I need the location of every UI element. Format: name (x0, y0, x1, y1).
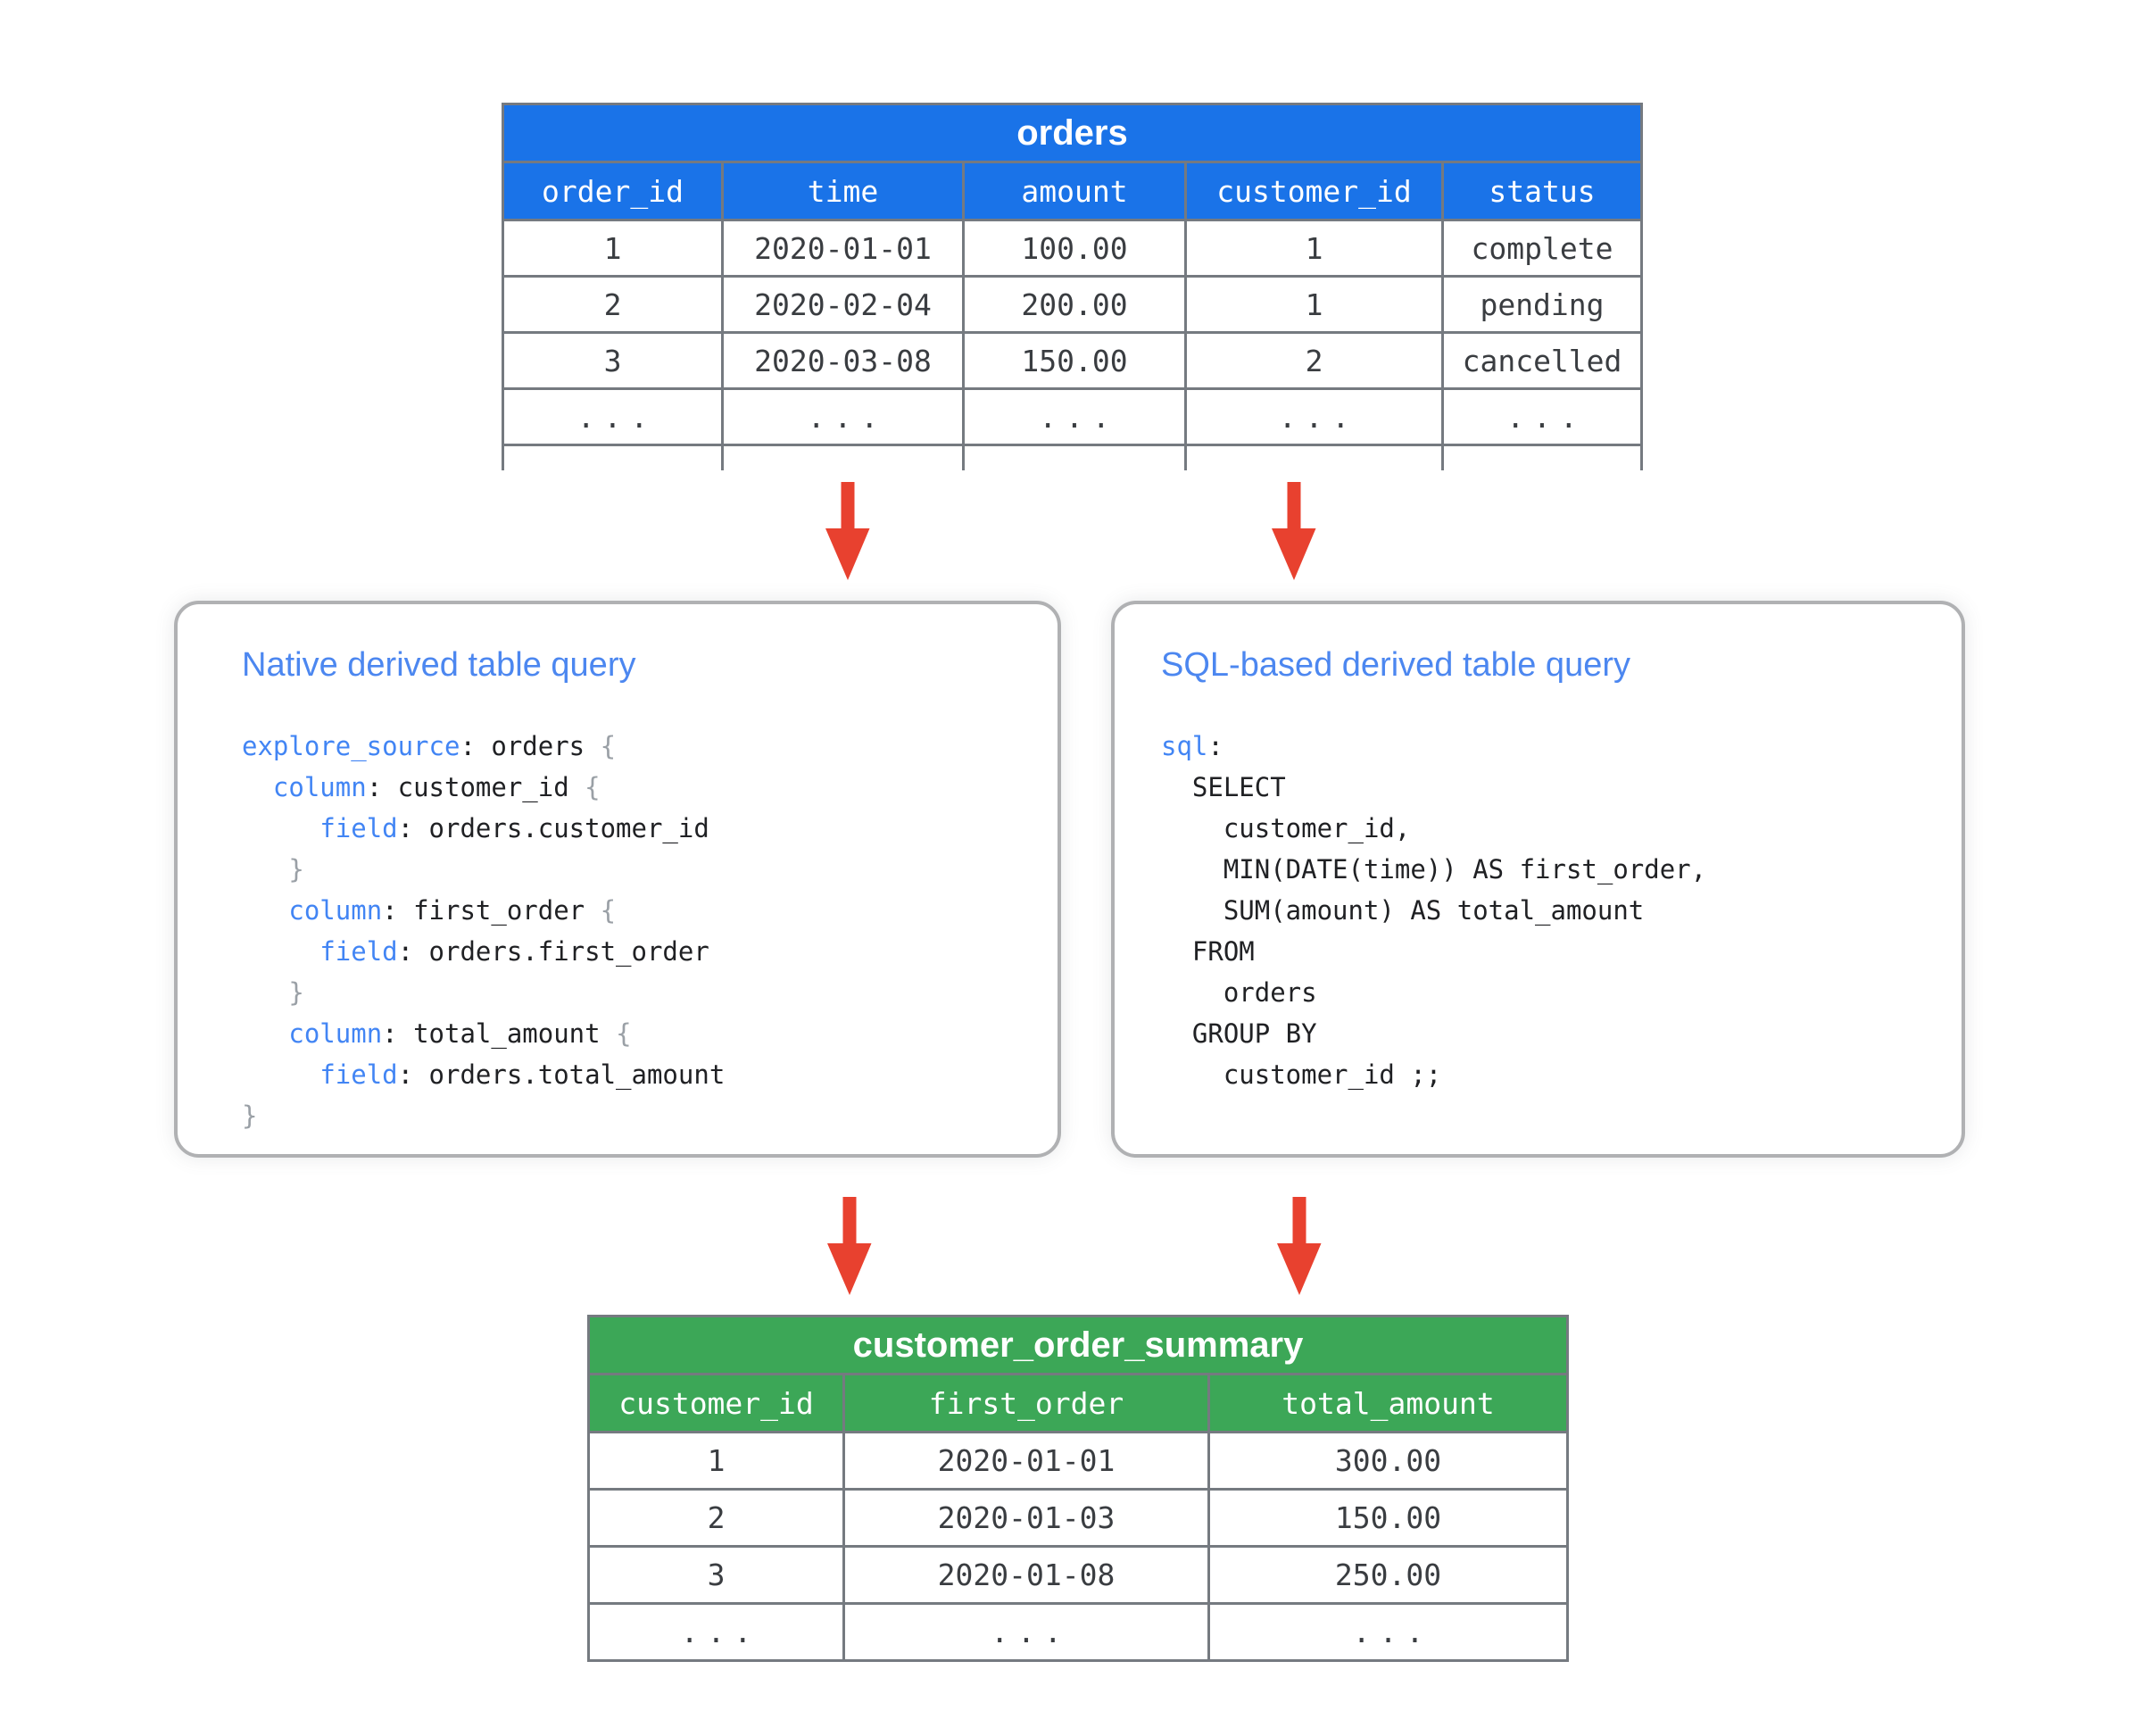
table-cell: 150.00 (1207, 1488, 1570, 1548)
code-line: FROM (1161, 936, 1255, 967)
native-derived-table-box: Native derived table query explore_sourc… (174, 601, 1061, 1158)
table-row: ......... (587, 1602, 1570, 1662)
column-header: status (1441, 161, 1643, 221)
table-cell: 2 (502, 275, 724, 334)
table-cell: ... (1441, 387, 1643, 446)
table-cell (1441, 444, 1643, 470)
column-header: customer_id (587, 1373, 845, 1433)
down-arrow-icon (826, 1197, 873, 1295)
table-cell: ... (1207, 1602, 1570, 1662)
column-header: total_amount (1207, 1373, 1570, 1433)
code-line: customer_id ;; (1161, 1059, 1442, 1090)
table-cell: 2 (1184, 331, 1444, 390)
table-cell (721, 444, 965, 470)
down-arrow-icon (1271, 482, 1317, 580)
table-cell: 2020-01-03 (842, 1488, 1210, 1548)
table-cell: complete (1441, 219, 1643, 278)
code-line: field: orders.total_amount (319, 1059, 726, 1090)
table-cell: 1 (502, 219, 724, 278)
table-cell: 2020-02-04 (721, 275, 965, 334)
table-cell (502, 444, 724, 470)
table-cell: 3 (502, 331, 724, 390)
code-line: column: customer_id { (272, 772, 601, 802)
column-header: order_id (502, 161, 724, 221)
code-line: sql: (1161, 731, 1223, 761)
code-line: SUM(amount) AS total_amount (1161, 895, 1645, 926)
table-cell: 1 (1184, 275, 1444, 334)
code-line: column: total_amount { (288, 1018, 632, 1049)
table-cell (1184, 444, 1444, 470)
down-arrow-icon (1276, 1197, 1323, 1295)
table-cell: 200.00 (962, 275, 1187, 334)
native-box-title: Native derived table query (242, 646, 636, 684)
table-cell: 3 (587, 1545, 845, 1605)
native-lookml-code: explore_source: orders { column: custome… (242, 726, 725, 1136)
table-cell: 100.00 (962, 219, 1187, 278)
column-header: customer_id (1184, 161, 1444, 221)
table-cell: 2020-03-08 (721, 331, 965, 390)
table-cell: ... (962, 387, 1187, 446)
code-line: field: orders.first_order (319, 936, 709, 967)
code-line: SELECT (1161, 772, 1286, 802)
sql-box-title: SQL-based derived table query (1161, 646, 1630, 684)
table-cell: 2 (587, 1488, 845, 1548)
code-line: explore_source: orders { (242, 731, 617, 761)
table-cell: 1 (587, 1431, 845, 1491)
table-cell: ... (721, 387, 965, 446)
table-cell: ... (1184, 387, 1444, 446)
table-cell: cancelled (1441, 331, 1643, 390)
table-cell: 150.00 (962, 331, 1187, 390)
down-arrow-icon (825, 482, 871, 580)
table-cell: 1 (1184, 219, 1444, 278)
code-line: } (242, 854, 304, 885)
sql-code: sql: SELECT customer_id, MIN(DATE(time))… (1161, 726, 1706, 1095)
code-line: field: orders.customer_id (319, 813, 709, 843)
code-line: } (242, 977, 304, 1008)
code-line: orders (1161, 977, 1317, 1008)
table-cell: 2020-01-01 (721, 219, 965, 278)
table-cell: ... (502, 387, 724, 446)
table-cell: 2020-01-08 (842, 1545, 1210, 1605)
code-line: } (242, 1101, 258, 1131)
table-title: orders (502, 103, 1643, 163)
column-header: first_order (842, 1373, 1210, 1433)
code-line: column: first_order { (288, 895, 617, 926)
table-cell: ... (587, 1602, 845, 1662)
table-title: customer_order_summary (586, 1315, 1570, 1375)
table-cell: ... (842, 1602, 1210, 1662)
table-cell: 300.00 (1207, 1431, 1570, 1491)
table-row: ............... (502, 387, 1643, 446)
table-cell (962, 444, 1187, 470)
table-cell: pending (1441, 275, 1643, 334)
sql-derived-table-box: SQL-based derived table query sql: SELEC… (1111, 601, 1965, 1158)
table-cell: 250.00 (1207, 1545, 1570, 1605)
code-line: MIN(DATE(time)) AS first_order, (1161, 854, 1707, 885)
table-cell: 2020-01-01 (842, 1431, 1210, 1491)
column-header: amount (962, 161, 1187, 221)
column-header: time (721, 161, 965, 221)
truncated-row (502, 444, 1643, 470)
code-line: GROUP BY (1161, 1018, 1317, 1049)
code-line: customer_id, (1161, 813, 1411, 843)
